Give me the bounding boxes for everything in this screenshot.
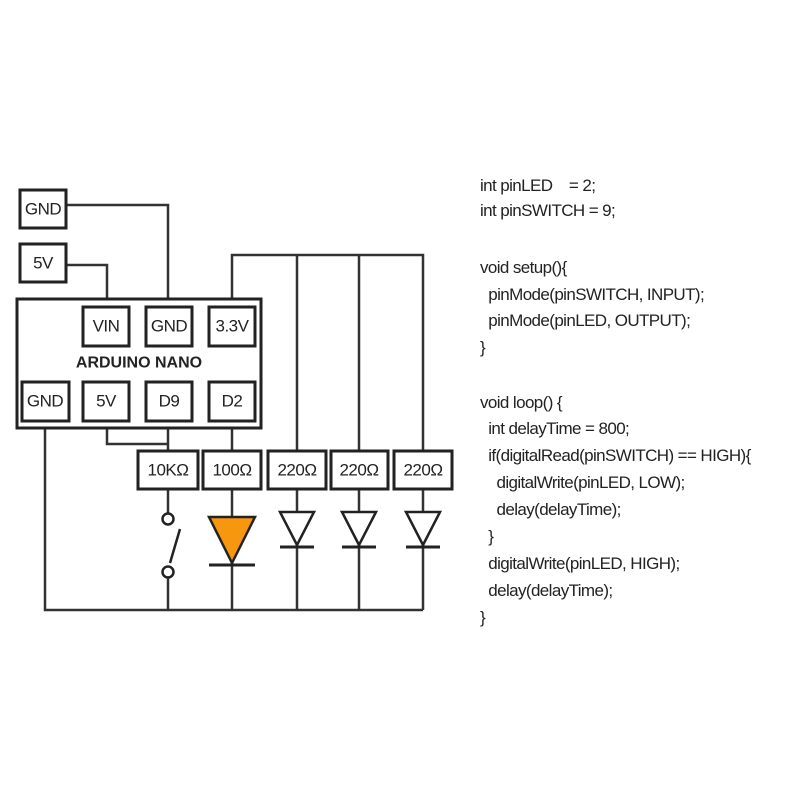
- code-line: pinMode(pinLED, OUTPUT);: [480, 311, 691, 330]
- code-line: int delayTime = 800;: [480, 419, 630, 438]
- push-switch-icon: [161, 512, 182, 579]
- code-line: pinMode(pinSWITCH, INPUT);: [480, 285, 705, 304]
- pin-vin: [81, 305, 131, 348]
- pin-label: 3.3V: [216, 317, 250, 336]
- code-line: digitalWrite(pinLED, LOW);: [480, 473, 685, 492]
- pin-d2: [207, 380, 257, 423]
- led-active-icon: [206, 515, 258, 567]
- code-line: void setup(){: [480, 258, 567, 277]
- code-line: int pinLED = 2;: [480, 176, 596, 195]
- pin-label: 5V: [96, 392, 117, 411]
- code-line: }: [480, 338, 486, 357]
- pin-gnd-top: [144, 305, 194, 348]
- pin-label: GND: [151, 317, 188, 336]
- resistor-10k: [136, 449, 200, 491]
- wire-gnd-top: [66, 203, 170, 307]
- wires: [43, 203, 425, 612]
- resistor-100: [201, 449, 263, 491]
- gnd-supply-box: [18, 188, 68, 230]
- pin-label: D9: [159, 392, 180, 411]
- board-title: ARDUINO NANO: [76, 355, 202, 372]
- resistor-label: 10KΩ: [148, 461, 189, 480]
- code-line: }: [480, 608, 486, 627]
- pin-gnd-bottom: [20, 380, 71, 423]
- code-line: delay(delayTime);: [480, 581, 613, 600]
- resistor-label: 100Ω: [212, 461, 251, 480]
- wire-5v-vin: [66, 263, 109, 307]
- code-line: if(digitalRead(pinSWITCH) == HIGH){: [480, 446, 751, 465]
- resistor-label: 220Ω: [339, 461, 378, 480]
- resistor-label: 220Ω: [277, 461, 316, 480]
- pin-3v3: [207, 305, 257, 348]
- pin-5v: [81, 380, 131, 423]
- pin-label: GND: [27, 392, 64, 411]
- 5v-supply-label: 5V: [33, 254, 54, 273]
- code-line: int pinSWITCH = 9;: [480, 201, 616, 220]
- gnd-supply-label: GND: [25, 200, 62, 219]
- 5v-supply-box: [18, 242, 68, 284]
- code-line: digitalWrite(pinLED, HIGH);: [480, 554, 680, 573]
- led-icon: [277, 510, 317, 549]
- code-line: delay(delayTime);: [480, 500, 621, 519]
- led-icon: [339, 510, 379, 549]
- resistor-220: [329, 449, 390, 491]
- pin-label: VIN: [93, 317, 120, 336]
- led-icon: [403, 510, 443, 549]
- resistor-220: [266, 449, 328, 491]
- resistor-label: 220Ω: [403, 461, 442, 480]
- wire-3v3-bus: [230, 253, 425, 451]
- resistor-220: [392, 449, 454, 491]
- code-line: void loop() {: [480, 393, 563, 412]
- pin-d9: [144, 380, 194, 423]
- code-line: }: [480, 527, 494, 546]
- pin-label: D2: [222, 392, 243, 411]
